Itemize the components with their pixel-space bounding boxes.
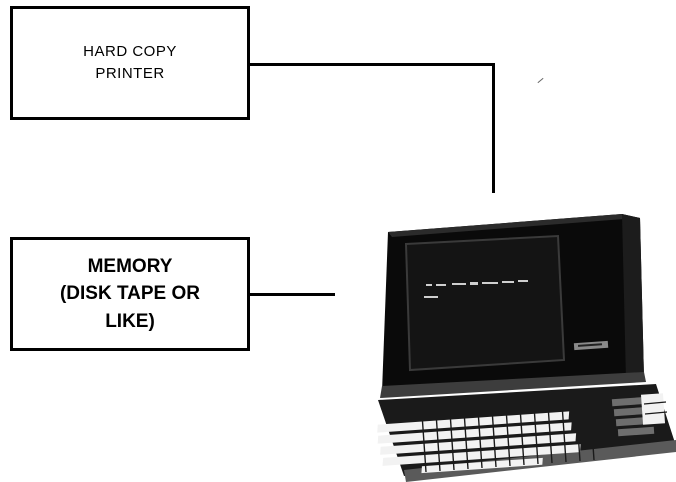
memory-label-line-3: LIKE) <box>105 310 155 332</box>
printer-label-line-2: PRINTER <box>95 65 165 82</box>
printer-connector-horizontal <box>250 63 495 66</box>
memory-box: MEMORY (DISK TAPE OR LIKE) <box>10 237 250 351</box>
stray-mark <box>537 77 544 84</box>
hard-copy-printer-box: HARD COPY PRINTER <box>10 6 250 120</box>
computer-terminal-icon <box>377 214 676 482</box>
printer-connector-vertical <box>492 63 495 193</box>
memory-label-line-1: MEMORY <box>87 255 173 277</box>
memory-label-line-2: (DISK TAPE OR <box>59 283 201 305</box>
printer-label-line-1: HARD COPY <box>83 43 177 61</box>
memory-connector <box>250 293 335 296</box>
